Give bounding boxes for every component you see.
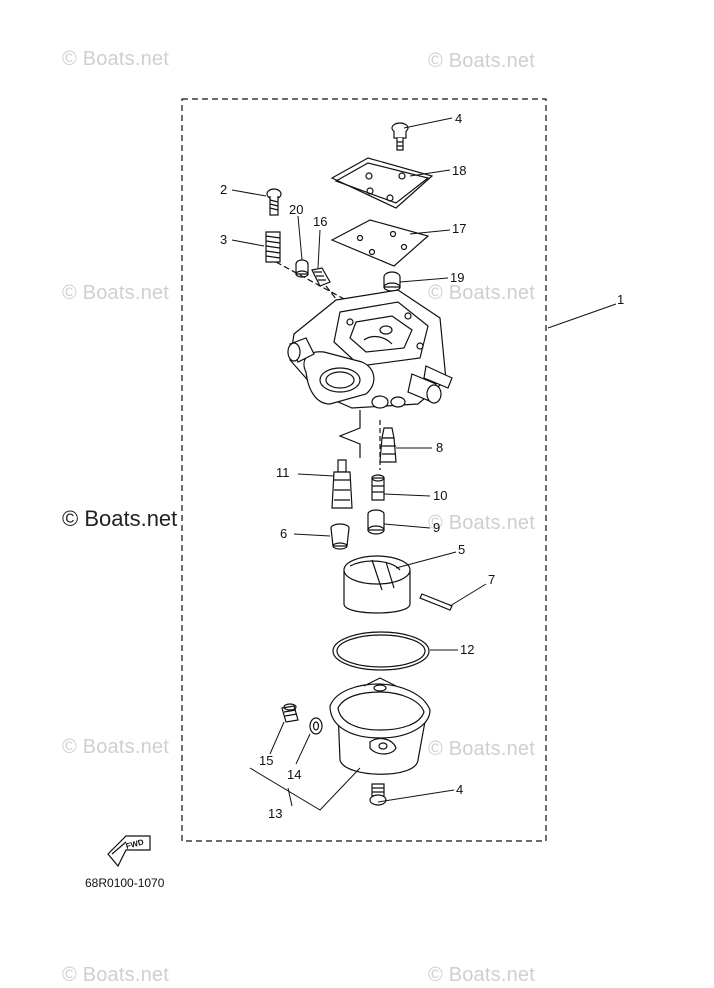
- callout-label: 3: [220, 232, 227, 247]
- watermark: © Boats.net: [428, 512, 535, 534]
- callout-labels: 4 18 2 20 16 17 3 19 1 8 11 10 9 6 5 7 1…: [125, 111, 624, 851]
- callout-label: 17: [452, 221, 466, 236]
- callout-label: 13: [268, 806, 282, 821]
- assembly-border: [181, 98, 547, 842]
- float-bowl-part: [329, 677, 431, 775]
- cover-plate-part: [330, 157, 434, 209]
- callout-label: 5: [458, 542, 465, 557]
- watermark: © Boats.net: [62, 48, 169, 70]
- main-nozzle-part: [331, 459, 353, 509]
- callout-label: 2: [220, 182, 227, 197]
- pin-part: [419, 593, 453, 611]
- o-ring-part: [332, 631, 430, 671]
- watermark: © Boats.net: [428, 738, 535, 760]
- callout-label: 6: [280, 526, 287, 541]
- screw-2-part: [266, 188, 282, 216]
- callout-label: 11: [276, 465, 290, 480]
- callout-label: 20: [289, 202, 303, 217]
- watermark: © Boats.net: [428, 50, 535, 72]
- callout-label: 12: [460, 642, 474, 657]
- callout-label: 10: [433, 488, 447, 503]
- diagram-code: 68R0100-1070: [85, 876, 165, 890]
- callout-label: 1: [617, 292, 624, 307]
- washer-part: [309, 717, 323, 735]
- jet-part: [371, 474, 385, 501]
- watermark: © Boats.net: [62, 736, 169, 758]
- callout-label: 4: [456, 782, 463, 797]
- plug-part: [383, 271, 401, 292]
- drain-screw-part: [281, 703, 299, 723]
- callout-label: 19: [450, 270, 464, 285]
- float-part: [343, 555, 411, 614]
- main-jet-part: [367, 509, 385, 535]
- cap-part: [295, 259, 309, 278]
- watermark: © Boats.net: [428, 282, 535, 304]
- needle-valve-part: [379, 427, 397, 463]
- watermark: © Boats.net: [428, 964, 535, 986]
- callout-label: 18: [452, 163, 466, 178]
- fwd-arrow-icon: [107, 835, 151, 868]
- callout-label: 16: [313, 214, 327, 229]
- callout-label: 4: [455, 111, 462, 126]
- leader-lines: [231, 117, 617, 811]
- gasket-part: [330, 219, 430, 267]
- carburetor-body-part: [287, 289, 453, 409]
- spring-part: [265, 231, 281, 263]
- needle-part: [311, 267, 331, 287]
- screw-top-part: [391, 122, 409, 151]
- callout-label: 9: [433, 520, 440, 535]
- watermark: © Boats.net: [62, 964, 169, 986]
- watermark: © Boats.net: [62, 282, 169, 304]
- callout-label: 14: [287, 767, 301, 782]
- callout-label: 7: [488, 572, 495, 587]
- callout-label: 8: [436, 440, 443, 455]
- screw-bottom-part: [369, 783, 387, 806]
- callout-label: 15: [259, 753, 273, 768]
- watermark-main: © Boats.net: [62, 506, 178, 531]
- pilot-jet-part: [330, 523, 350, 550]
